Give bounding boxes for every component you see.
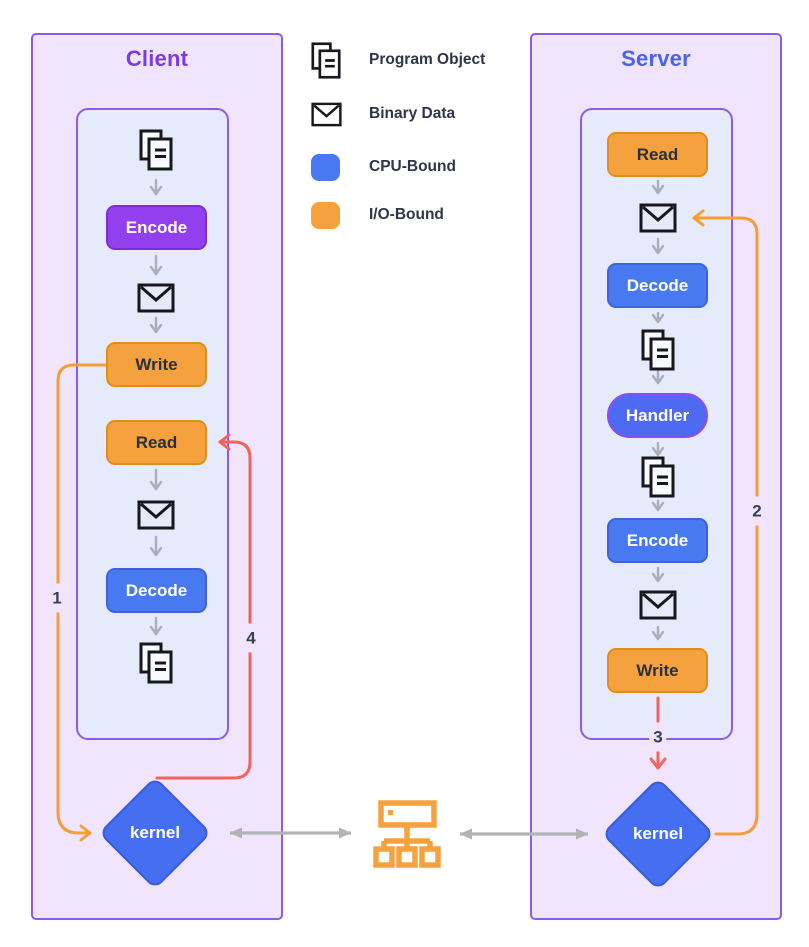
client-encode-box: Encode	[106, 205, 207, 250]
server-kernel-diamond: kernel	[601, 777, 715, 891]
flow-step1-number: 1	[48, 583, 66, 613]
legend-label-binary-data: Binary Data	[369, 105, 456, 122]
io-bound-swatch	[311, 201, 351, 229]
legend-row-io-bound: I/O-Bound	[311, 197, 444, 233]
cpu-bound-swatch	[311, 153, 351, 181]
binary-data-icon	[137, 500, 175, 530]
legend-label-program-object: Program Object	[369, 51, 486, 68]
program-object-icon	[311, 41, 351, 79]
flow-step3-number: 3	[649, 722, 667, 752]
server-write-box: Write	[607, 648, 708, 693]
server-kernel-label: kernel	[632, 824, 684, 843]
server-read-box: Read	[607, 132, 708, 177]
flow-step2-number: 2	[748, 496, 766, 526]
program-object-icon	[139, 642, 173, 684]
server-encode-label: Encode	[626, 530, 689, 550]
server-encode-box: Encode	[607, 518, 708, 563]
client-write-box: Write	[106, 342, 207, 387]
client-write-label: Write	[135, 354, 178, 374]
legend-row-program-object: Program Object	[311, 41, 486, 79]
binary-data-icon	[639, 203, 677, 233]
program-object-icon	[641, 329, 675, 371]
binary-data-icon	[639, 590, 677, 620]
program-object-icon	[139, 129, 173, 171]
server-handler-box: Handler	[607, 393, 708, 438]
binary-data-icon	[137, 283, 175, 313]
server-decode-box: Decode	[607, 263, 708, 308]
server-read-label: Read	[636, 144, 679, 164]
legend-label-cpu-bound: CPU-Bound	[369, 158, 456, 175]
server-title: Server	[621, 46, 691, 71]
legend-label-io-bound: I/O-Bound	[369, 206, 444, 223]
client-decode-label: Decode	[125, 580, 188, 600]
network-icon	[373, 800, 441, 868]
client-read-label: Read	[135, 432, 178, 452]
legend-row-cpu-bound: CPU-Bound	[311, 149, 456, 185]
client-kernel-diamond: kernel	[98, 776, 212, 890]
client-encode-label: Encode	[125, 217, 188, 237]
client-decode-box: Decode	[106, 568, 207, 613]
server-handler-label: Handler	[625, 405, 690, 425]
legend-row-binary-data: Binary Data	[311, 96, 455, 132]
program-object-icon	[641, 456, 675, 498]
server-write-label: Write	[636, 660, 679, 680]
client-title: Client	[125, 46, 189, 71]
client-kernel-label: kernel	[129, 823, 181, 842]
binary-data-icon	[311, 102, 351, 127]
client-read-box: Read	[106, 420, 207, 465]
server-decode-label: Decode	[626, 275, 689, 295]
flow-step4-number: 4	[242, 623, 260, 653]
